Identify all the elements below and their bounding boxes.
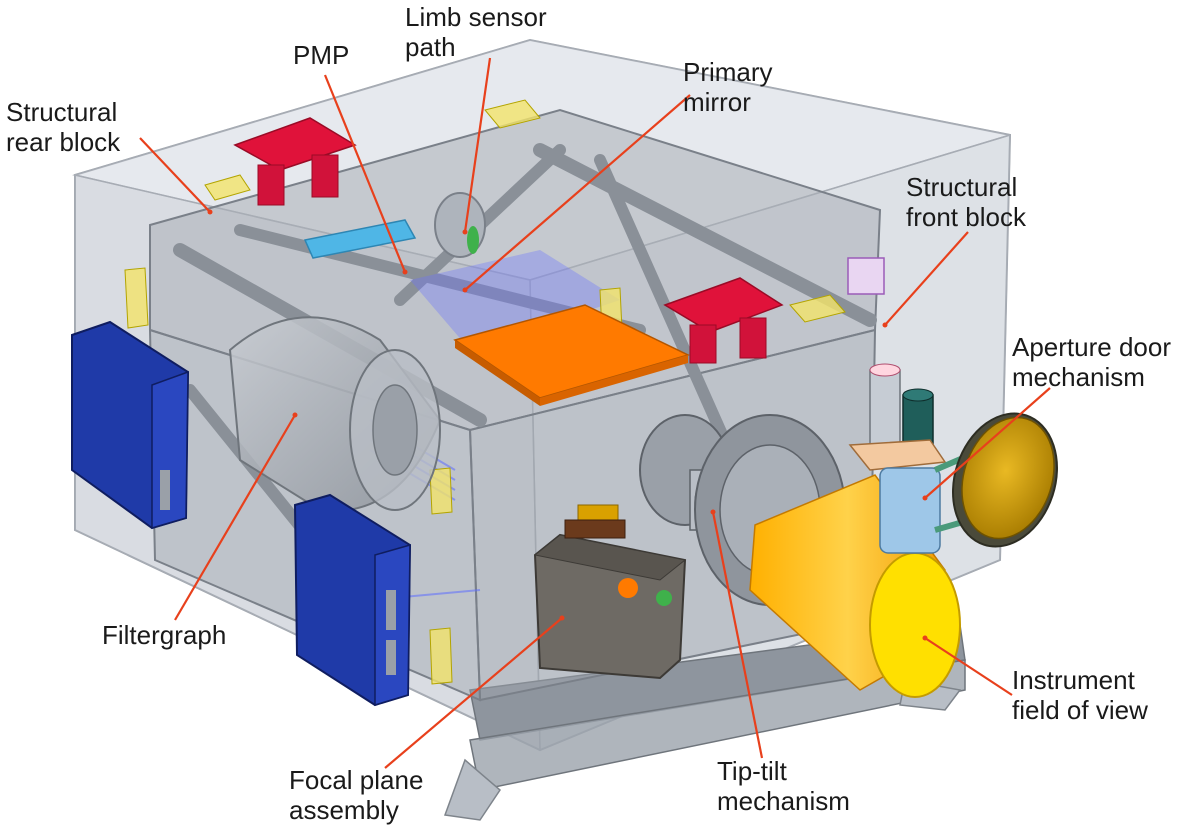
leader-instrument-fov-tip xyxy=(922,635,928,641)
pmp-bracket-rear xyxy=(233,117,357,206)
pmp-bracket-front xyxy=(663,277,784,364)
orange-plate xyxy=(453,304,691,406)
leader-structural-front-tip xyxy=(882,322,888,328)
limb-sensor-lens xyxy=(467,226,479,254)
label-focal-plane-assembly: Focal plane assembly xyxy=(289,765,424,825)
leader-limb-sensor-tip xyxy=(462,229,468,235)
leader-tip-tilt-tip xyxy=(710,509,716,515)
label-primary-mirror: Primary mirror xyxy=(683,57,773,117)
filtergraph xyxy=(228,316,442,512)
focal-plane-assembly xyxy=(533,504,687,680)
leader-primary-mirror xyxy=(464,94,691,291)
label-filtergraph: Filtergraph xyxy=(102,620,227,650)
label-limb-sensor-path: Limb sensor path xyxy=(405,2,547,62)
leader-focal-plane-tip xyxy=(559,615,565,621)
label-pmp: PMP xyxy=(293,40,350,70)
leader-structural-front xyxy=(884,231,969,326)
leader-aperture-door-tip xyxy=(922,495,928,501)
leader-filtergraph-tip xyxy=(292,412,298,418)
leader-instrument-fov xyxy=(924,637,1013,696)
label-structural-front-block: Structural front block xyxy=(906,172,1026,232)
leader-focal-plane xyxy=(384,617,563,769)
leader-aperture-door xyxy=(924,387,1051,499)
leader-filtergraph xyxy=(174,414,296,621)
label-aperture-door-mechanism: Aperture door mechanism xyxy=(1012,332,1171,392)
aperture-door xyxy=(952,412,1058,548)
electronics-box-left xyxy=(71,320,190,530)
leader-lines xyxy=(139,57,1051,769)
electronics-box-right xyxy=(293,493,412,707)
leader-structural-rear xyxy=(139,137,211,213)
label-structural-rear-block: Structural rear block xyxy=(6,97,121,157)
aperture-door-mechanism xyxy=(848,363,972,554)
leader-primary-mirror-tip xyxy=(462,287,468,293)
leader-tip-tilt xyxy=(711,511,764,759)
leader-structural-rear-tip xyxy=(207,209,213,215)
leader-pmp-tip xyxy=(402,269,408,275)
leader-limb-sensor xyxy=(463,57,492,233)
label-instrument-field-of-view: Instrument field of view xyxy=(1012,665,1148,725)
label-tip-tilt-mechanism: Tip-tilt mechanism xyxy=(717,756,850,816)
sensor-cube xyxy=(847,257,885,295)
leader-pmp xyxy=(323,74,407,273)
